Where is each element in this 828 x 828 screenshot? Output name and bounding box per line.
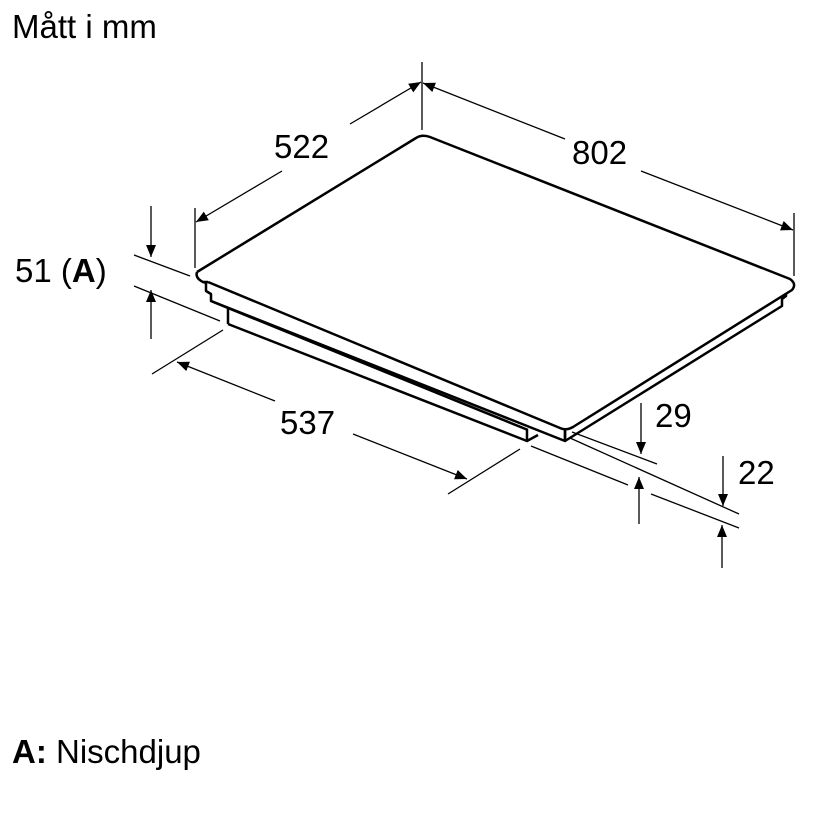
dim-niche-value: 51	[15, 252, 52, 289]
dimension-lines	[146, 81, 794, 568]
dim-top-thickness-label: 29	[655, 397, 692, 434]
dim-802-line-b	[640, 170, 794, 231]
dim-cutout-depth-label: 537	[280, 404, 335, 441]
cooktop-body	[195, 134, 796, 443]
legend-key: A:	[12, 733, 47, 770]
dim-niche-key: A	[72, 252, 96, 289]
dim-802-line-a	[422, 82, 566, 140]
dim-depth-label: 522	[274, 128, 329, 165]
legend: A: Nischdjup	[12, 733, 201, 771]
legend-text: Nischdjup	[56, 733, 201, 770]
dim-537-line-a	[176, 361, 276, 402]
dim-lower-thickness-label: 22	[738, 454, 775, 491]
diagram-title: Mått i mm	[12, 8, 157, 45]
dim-522-line-a	[195, 170, 283, 223]
dim-niche-label: 51 (A)	[15, 252, 107, 289]
dim-width-label: 802	[572, 134, 627, 171]
extension-lines	[133, 62, 795, 529]
dim-522-line-b	[349, 81, 422, 125]
dim-537-line-b	[352, 433, 468, 480]
